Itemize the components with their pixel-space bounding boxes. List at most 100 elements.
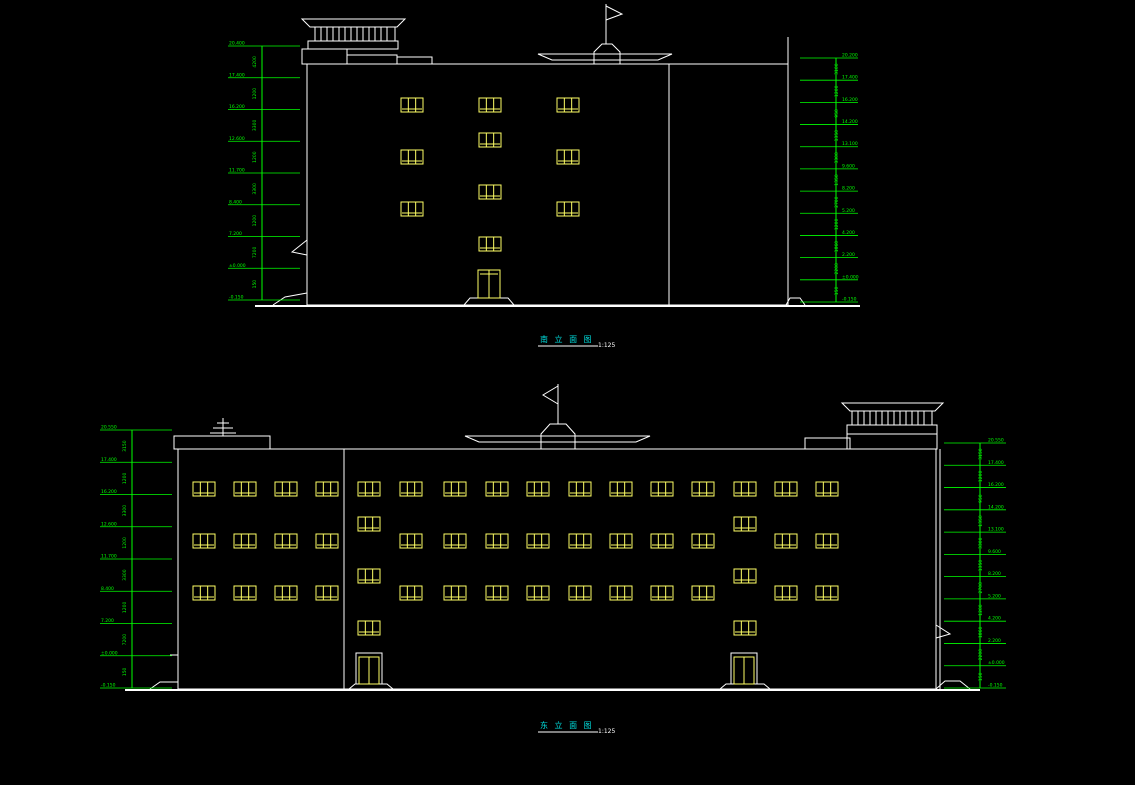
window xyxy=(478,132,502,148)
window xyxy=(233,533,257,549)
elevation-label: 4.200 xyxy=(988,616,1001,622)
elevation-label: 16.200 xyxy=(101,489,117,495)
east-right-canopy xyxy=(935,624,952,639)
dimension-label: 3300 xyxy=(252,183,258,195)
dimension-label: 1200 xyxy=(122,473,128,485)
east-door-right xyxy=(730,652,758,685)
elevation-label: 17.400 xyxy=(229,72,245,78)
elevation-label: 8.200 xyxy=(988,571,1001,577)
south-windows xyxy=(400,97,580,252)
dimension-label: 3300 xyxy=(834,152,840,164)
dimension-label: 1350 xyxy=(834,130,840,142)
window xyxy=(357,516,381,532)
window xyxy=(274,481,298,497)
south-left-stair xyxy=(272,292,308,306)
dimension-label: 3300 xyxy=(122,505,128,517)
south-entrance-door xyxy=(477,269,501,299)
east-roof-parapet-left xyxy=(173,435,271,450)
south-title: 南 立 面 图 xyxy=(540,334,594,344)
east-left-stair xyxy=(149,681,178,690)
dimension-label: 150 xyxy=(834,286,840,295)
window xyxy=(609,533,633,549)
south-roof-pavilion xyxy=(300,18,407,65)
window xyxy=(568,533,592,549)
elevation-label: 9.600 xyxy=(988,549,1001,555)
south-roof-parapet-mid xyxy=(396,56,433,65)
east-dimension-right: 20.55017.40016.20014.20013.1009.6008.200… xyxy=(944,438,1006,689)
window xyxy=(233,585,257,601)
window xyxy=(400,149,424,165)
elevation-label: 16.200 xyxy=(842,97,858,103)
south-right-steps xyxy=(785,297,806,306)
dimension-label: 150 xyxy=(252,280,258,289)
window xyxy=(650,533,674,549)
dimension-label: 1860 xyxy=(978,626,984,638)
elevation-label: 4.200 xyxy=(842,230,855,236)
elevation-label: 13.100 xyxy=(988,527,1004,533)
elevation-label: 12.600 xyxy=(229,136,245,142)
east-left-roof-ornament xyxy=(210,418,236,436)
window xyxy=(443,533,467,549)
dimension-label: 950 xyxy=(834,109,840,118)
dimension-label: 2700 xyxy=(978,582,984,594)
window xyxy=(815,533,839,549)
elevation-label: 20.200 xyxy=(842,53,858,59)
elevation-label: 20.400 xyxy=(229,41,245,47)
window xyxy=(443,585,467,601)
window xyxy=(609,481,633,497)
dimension-label: 1200 xyxy=(978,471,984,483)
window xyxy=(399,585,423,601)
window xyxy=(357,568,381,584)
elevation-label: ±0.000 xyxy=(101,650,118,656)
elevation-label: ±0.000 xyxy=(988,660,1005,666)
east-windows xyxy=(192,481,839,636)
elevation-label: 14.200 xyxy=(842,119,858,125)
window xyxy=(568,481,592,497)
dimension-label: 4200 xyxy=(252,56,258,68)
dimension-label: 3150 xyxy=(978,448,984,460)
window xyxy=(774,481,798,497)
window xyxy=(443,481,467,497)
window xyxy=(315,481,339,497)
window xyxy=(233,481,257,497)
south-scale: 1:125 xyxy=(598,342,615,349)
elevation-label: 16.200 xyxy=(229,104,245,110)
window xyxy=(691,533,715,549)
dimension-label: 3150 xyxy=(122,440,128,452)
window xyxy=(315,585,339,601)
window xyxy=(733,568,757,584)
window xyxy=(485,481,509,497)
dimension-label: 1200 xyxy=(834,85,840,97)
dimension-label: 3300 xyxy=(252,120,258,132)
south-dimension-right: 20.20017.40016.20014.20013.1009.6008.200… xyxy=(800,53,859,303)
window xyxy=(399,481,423,497)
window xyxy=(568,585,592,601)
elevation-label: 20.550 xyxy=(988,438,1004,444)
elevation-label: 7.200 xyxy=(229,231,242,237)
dimension-label: 1200 xyxy=(122,602,128,614)
elevation-label: -0.150 xyxy=(988,683,1003,689)
window xyxy=(733,481,757,497)
window xyxy=(485,585,509,601)
window xyxy=(315,533,339,549)
east-dimension-left: 20.55017.40016.20012.60011.7008.4007.200… xyxy=(100,425,172,689)
elevation-label: -0.150 xyxy=(229,295,244,301)
elevation-label: ±0.000 xyxy=(842,274,859,280)
window xyxy=(192,533,216,549)
window xyxy=(609,585,633,601)
elevation-label: 17.400 xyxy=(842,75,858,81)
dimension-label: 1200 xyxy=(252,151,258,163)
dimension-label: 1350 xyxy=(978,515,984,527)
dimension-label: 1200 xyxy=(834,219,840,231)
elevation-label: 2.200 xyxy=(988,638,1001,644)
window xyxy=(478,97,502,113)
window xyxy=(774,585,798,601)
window xyxy=(650,585,674,601)
window xyxy=(399,533,423,549)
elevation-label: 17.400 xyxy=(988,460,1004,466)
dimension-label: 3300 xyxy=(978,537,984,549)
elevation-label: 8.200 xyxy=(842,186,855,192)
east-door-left xyxy=(355,652,383,685)
window xyxy=(357,481,381,497)
